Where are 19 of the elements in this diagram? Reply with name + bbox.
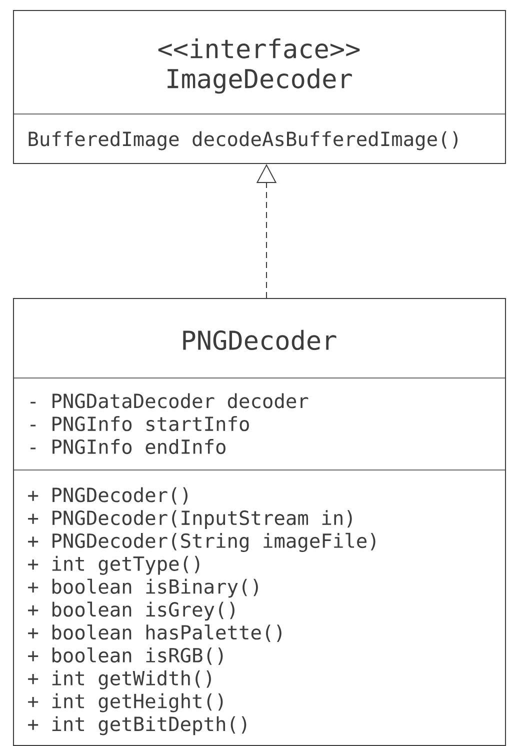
member-text: + boolean isRGB() — [28, 647, 223, 665]
class-box — [12, 10, 506, 164]
member-text: + boolean isBinary() — [28, 578, 258, 598]
member-text: - PNGInfo startInfo — [30, 416, 249, 432]
member-text: + int getType() — [28, 556, 200, 575]
class-title: PNGDecoder — [183, 330, 336, 350]
member-text: + PNGDecoder(String imageFile) — [28, 532, 376, 552]
member-text: - PNGDataDecoder decoder — [30, 393, 308, 408]
member-text: + int getHeight() — [28, 693, 223, 712]
member-text: + boolean hasPalette() — [28, 624, 282, 642]
member-text: + boolean isGrey() — [28, 602, 234, 621]
class-title: <<interface>> ImageDecoder — [158, 38, 360, 94]
member-text: BufferedImage decodeAsBufferedImage() — [28, 131, 458, 150]
member-text: + PNGDecoder(InputStream in) — [28, 510, 352, 529]
member-text: + int getWidth() — [28, 670, 211, 690]
member-text: + PNGDecoder() — [28, 487, 188, 505]
member-text: + int getBitDepth() — [28, 716, 246, 736]
member-text: - PNGInfo endInfo — [30, 439, 226, 454]
class-box — [12, 298, 506, 746]
